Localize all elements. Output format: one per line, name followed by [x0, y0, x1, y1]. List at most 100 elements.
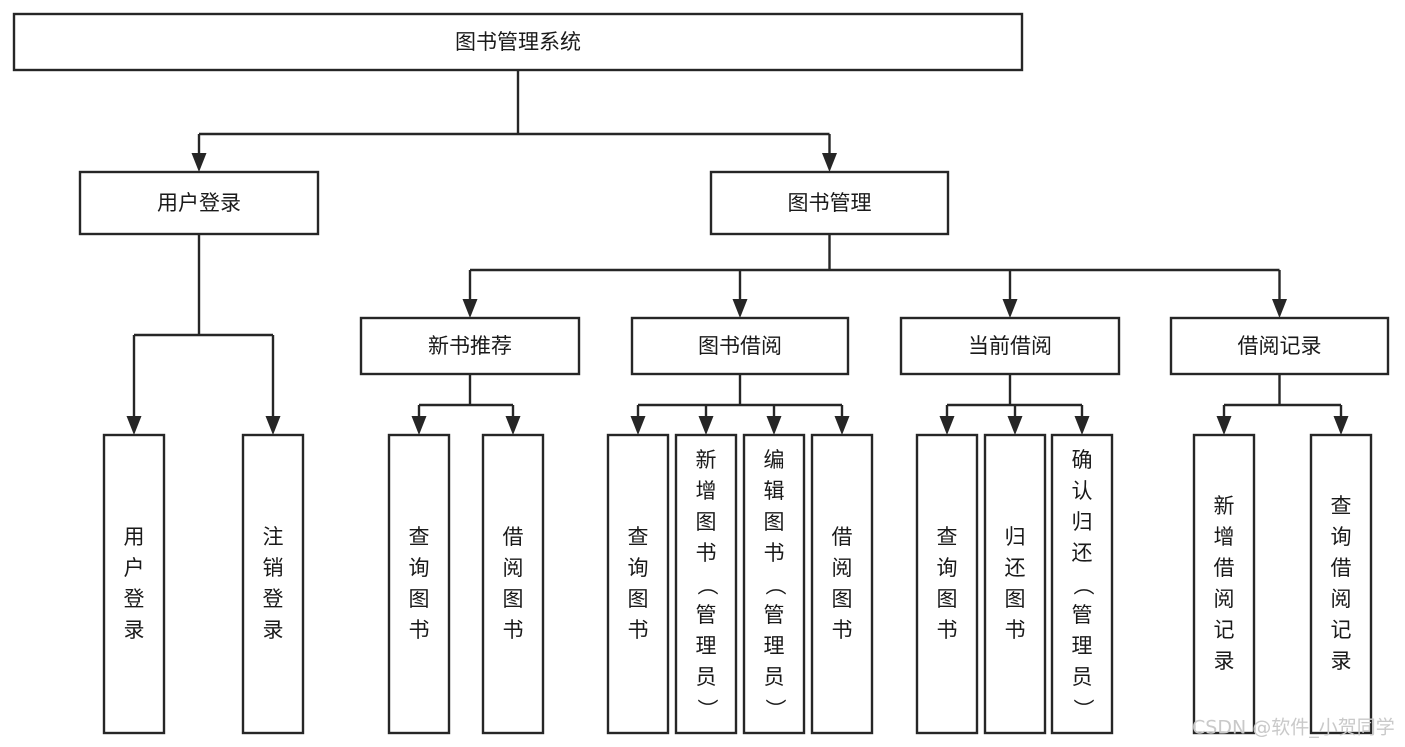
node-leaf-logout-box[interactable]: [241, 433, 305, 735]
label-glyph: 阅: [832, 556, 853, 580]
node-leaf-query-book-3-box[interactable]: [915, 433, 979, 735]
arrow-head-icon: [1074, 416, 1090, 435]
node-leaf-query-book-2-box[interactable]: [606, 433, 670, 735]
arrow-head-icon: [191, 153, 207, 172]
node-leaf-user-login-box[interactable]: [102, 433, 166, 735]
label-glyph: 阅: [1214, 587, 1235, 611]
arrow-head-icon: [834, 416, 850, 435]
node-leaf-add-record-box[interactable]: [1192, 433, 1256, 735]
arrow-head-icon: [411, 416, 427, 435]
arrow-head-icon: [766, 416, 782, 435]
label-glyph: （: [695, 575, 719, 596]
node-book-borrow-box[interactable]: [630, 316, 850, 376]
label-glyph: 员: [696, 665, 717, 689]
boxes-layer: 图书管理系统用户登录图书管理新书推荐图书借阅当前借阅借阅记录用户登录注销登录查询…: [12, 12, 1390, 735]
label-glyph: 借: [503, 525, 524, 549]
node-current-borrow-box[interactable]: [899, 316, 1121, 376]
arrow-head-icon: [939, 416, 955, 435]
label-glyph: 阅: [1331, 587, 1352, 611]
arrow-head-icon: [1333, 416, 1349, 435]
arrow-head-icon: [505, 416, 521, 435]
label-glyph: ）: [1071, 699, 1095, 720]
node-leaf-edit-book-box[interactable]: [742, 433, 806, 735]
label-glyph: 还: [1072, 541, 1093, 565]
node-root-label: 图书管理系统: [455, 30, 581, 54]
label-glyph: 管: [1072, 603, 1093, 627]
node-leaf-borrow-book-1-box[interactable]: [481, 433, 545, 735]
label-glyph: 登: [263, 587, 284, 611]
label-glyph: 询: [1331, 525, 1352, 549]
label-glyph: 注: [263, 525, 284, 549]
label-glyph: 员: [1072, 665, 1093, 689]
label-glyph: 新: [1214, 494, 1235, 518]
node-leaf-borrow-book-2-box[interactable]: [810, 433, 874, 735]
node-leaf-return-book-box[interactable]: [983, 433, 1047, 735]
label-glyph: 图: [1005, 587, 1026, 611]
label-glyph: 管: [696, 603, 717, 627]
node-borrow-record-box[interactable]: [1169, 316, 1390, 376]
label-glyph: 书: [937, 618, 958, 642]
label-glyph: 查: [628, 525, 649, 549]
label-glyph: 书: [696, 541, 717, 565]
node-new-book-recommend-box[interactable]: [359, 316, 581, 376]
label-glyph: 记: [1214, 618, 1235, 642]
label-glyph: 书: [628, 618, 649, 642]
node-root-box[interactable]: [12, 12, 1024, 72]
label-glyph: 查: [409, 525, 430, 549]
label-glyph: 图: [696, 510, 717, 534]
arrow-head-icon: [1216, 416, 1232, 435]
label-glyph: 员: [764, 665, 785, 689]
label-glyph: 书: [503, 618, 524, 642]
node-current-borrow-label: 当前借阅: [968, 334, 1052, 358]
arrow-head-icon: [1272, 299, 1287, 318]
label-glyph: 户: [124, 556, 145, 580]
label-glyph: 图: [409, 587, 430, 611]
arrow-head-icon: [1007, 416, 1023, 435]
node-leaf-query-book-1-box[interactable]: [387, 433, 451, 735]
node-book-management-label: 图书管理: [788, 191, 872, 215]
arrow-head-icon: [630, 416, 646, 435]
node-leaf-user-login-label: 用户登录: [124, 525, 145, 642]
watermark-label: CSDN @软件_小贺同学: [1192, 717, 1395, 739]
label-glyph: 询: [628, 556, 649, 580]
label-glyph: 归: [1005, 525, 1026, 549]
node-user-login-box[interactable]: [78, 170, 320, 236]
label-glyph: 图: [764, 510, 785, 534]
label-glyph: 还: [1005, 556, 1026, 580]
label-glyph: 书: [409, 618, 430, 642]
label-glyph: 借: [1214, 556, 1235, 580]
arrow-head-icon: [822, 153, 837, 172]
label-glyph: ）: [763, 699, 787, 720]
arrow-head-icon: [698, 416, 714, 435]
label-glyph: 图: [503, 587, 524, 611]
label-glyph: 管: [764, 603, 785, 627]
node-book-management-box[interactable]: [709, 170, 950, 236]
connectors-layer: [126, 70, 1349, 435]
node-new-book-recommend-label: 新书推荐: [428, 334, 512, 358]
node-leaf-query-record-box[interactable]: [1309, 433, 1373, 735]
arrow-head-icon: [462, 299, 478, 318]
arrow-head-icon: [265, 416, 281, 435]
label-glyph: 借: [1331, 556, 1352, 580]
label-glyph: 归: [1072, 510, 1093, 534]
node-leaf-confirm-return-box[interactable]: [1050, 433, 1114, 735]
label-glyph: 书: [764, 541, 785, 565]
label-glyph: 查: [937, 525, 958, 549]
node-leaf-add-book-box[interactable]: [674, 433, 738, 735]
label-glyph: 图: [628, 587, 649, 611]
label-glyph: 询: [409, 556, 430, 580]
label-glyph: 销: [263, 556, 284, 580]
node-book-borrow-label: 图书借阅: [698, 334, 782, 358]
